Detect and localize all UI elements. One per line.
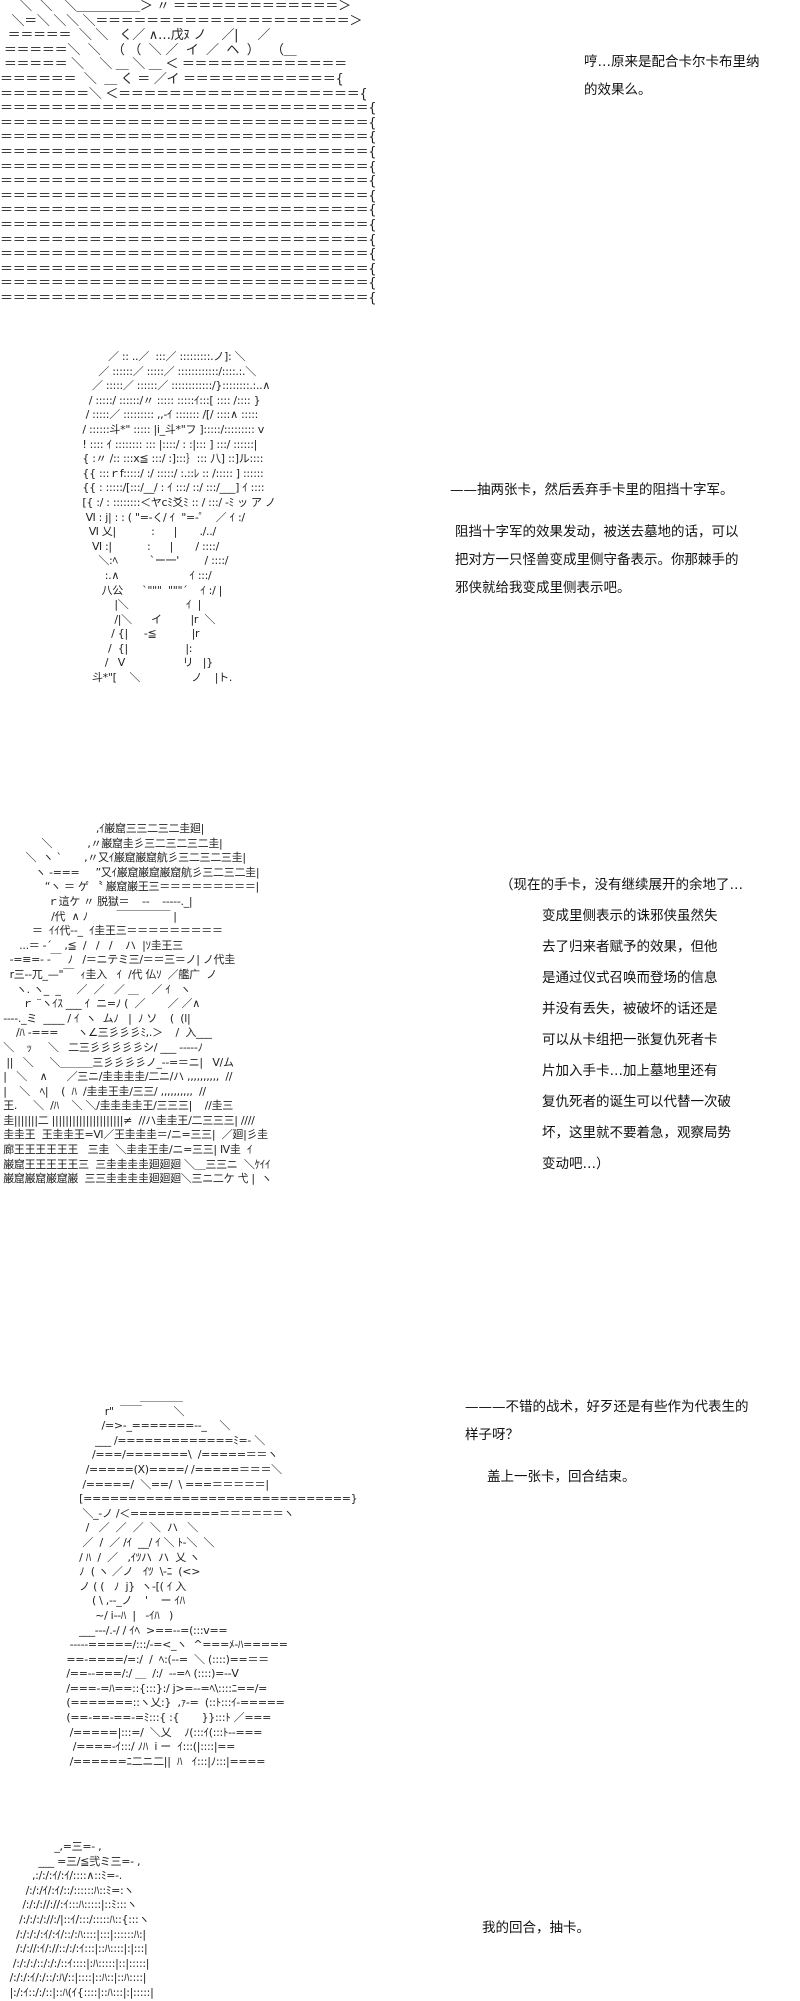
dialogue-line: 盖上一张卡，回合结束。 bbox=[487, 1469, 636, 1485]
dialogue-line: 的效果么。 bbox=[584, 82, 652, 98]
dialogue-line: 哼…原来是配合卡尔卡布里纳 bbox=[584, 54, 760, 70]
dialogue-line: 复仇死者的诞生可以代替一次破 bbox=[542, 1094, 731, 1110]
dialogue-line: 变成里侧表示的诛邪侠虽然失 bbox=[542, 908, 718, 924]
dialogue-line: 去了归来者赋予的效果，但他 bbox=[542, 939, 718, 955]
dialogue-line: ———不错的战术，好歹还是有些作为代表生的 bbox=[465, 1399, 749, 1415]
dialogue-line: （现在的手卡，没有继续展开的余地了… bbox=[500, 877, 743, 893]
dialogue-line: 阻挡十字军的效果发动，被送去墓地的话，可以 bbox=[455, 524, 739, 540]
dialogue-line: 把对方一只怪兽变成里侧守备表示。你那棘手的 bbox=[455, 552, 739, 568]
dialogue-panel-2: ——抽两张卡，然后丢弃手卡里的阻挡十字军。 阻挡十字军的效果发动，被送去墓地的话… bbox=[450, 480, 739, 606]
dialogue-line: 是通过仪式召唤而登场的信息 bbox=[542, 970, 718, 986]
dialogue-line: 片加入手卡…加上墓地里还有 bbox=[542, 1063, 718, 1079]
ascii-art-panel-2: ／ :: ..／ :::／ :::::::::.ノ]: ＼ ／ ::::::／ … bbox=[82, 350, 276, 685]
dialogue-panel-4: ———不错的战术，好歹还是有些作为代表生的 样子呀？ 盖上一张卡，回合结束。 bbox=[465, 1397, 749, 1501]
dialogue-panel-5: 我的回合，抽卡。 bbox=[482, 1918, 590, 1952]
ascii-art-panel-3: ,ｲ巌窟三三二三二圭廻| ＼ ,〃巌窟圭彡三二三二三二圭| ＼ ヽ ` ,〃又ｲ… bbox=[3, 822, 272, 1186]
dialogue-line: 邪侠就给我变成里侧表示吧。 bbox=[455, 580, 631, 596]
dialogue-line: 坏，这里就不要着急，观察局势 bbox=[542, 1125, 731, 1141]
dialogue-panel-1: 哼…原来是配合卡尔卡布里纳 的效果么。 bbox=[584, 52, 760, 114]
dialogue-line: ——抽两张卡，然后丢弃手卡里的阻挡十字军。 bbox=[450, 482, 734, 498]
ascii-art-panel-5: _,=三=- , ___ =三/≦弐ミ三=- , ,:/:/:ｲ/:ｲ/::::… bbox=[9, 1840, 154, 1999]
dialogue-line: 我的回合，抽卡。 bbox=[482, 1920, 590, 1936]
dialogue-line: 可以从卡组把一张复仇死者卡 bbox=[542, 1032, 718, 1048]
ascii-art-panel-4: ＿＿＿＿ r" ￣￣ ＼ /=>-_=======--_ ＼ ___ /====… bbox=[66, 1390, 358, 1768]
dialogue-line: 变动吧…） bbox=[542, 1156, 610, 1172]
dialogue-panel-3: （现在的手卡，没有继续展开的余地了… 变成里侧表示的诛邪侠虽然失 去了归来者赋予… bbox=[500, 870, 743, 1180]
dialogue-line: 并没有丢失，被破坏的话还是 bbox=[542, 1001, 718, 1017]
dialogue-line: 样子呀？ bbox=[465, 1427, 519, 1443]
ascii-art-panel-1: ＼ ＼ ＼＿＿＿＿＿＞ 〃 ＝＝＝＝＝＝＝＝＝＝＝＝＝＞ ＼＝＼ ＼＼ ＼＝＝＝… bbox=[0, 0, 377, 306]
